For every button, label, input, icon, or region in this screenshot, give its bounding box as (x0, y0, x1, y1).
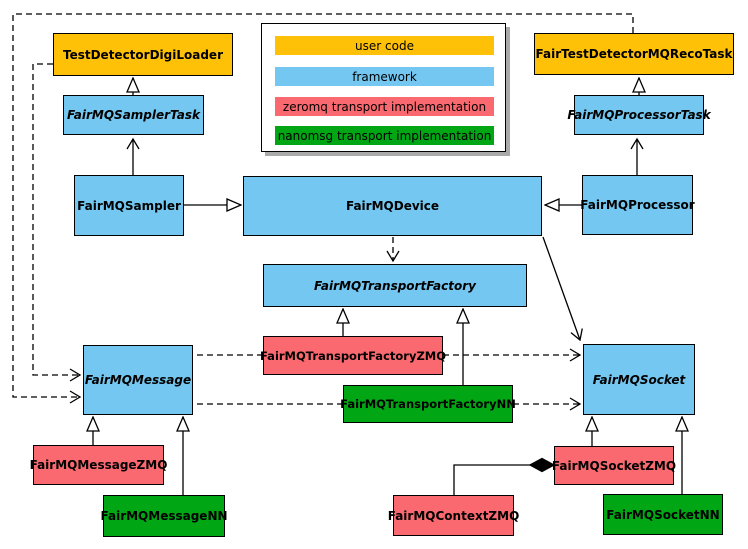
node-fairmqcontextzmq: FairMQContextZMQ (388, 495, 519, 536)
node-fairmqsocketzmq: FairMQSocketZMQ (551, 446, 677, 485)
node-label: FairMQSocket (592, 372, 686, 387)
node-fairmqmessagenn: FairMQMessageNN (100, 495, 228, 537)
node-label: FairMQSocketNN (606, 507, 720, 522)
legend-item-framework: framework (275, 67, 494, 86)
node-fairmqprocessortask: FairMQProcessorTask (567, 95, 711, 135)
legend-label: zeromq transport implementation (282, 99, 487, 114)
node-label: FairMQSocketZMQ (551, 458, 677, 473)
node-label: FairMQTransportFactoryZMQ (260, 348, 447, 363)
node-label: FairTestDetectorMQRecoTask (535, 47, 733, 61)
node-label: FairMQMessageZMQ (29, 458, 168, 472)
legend-label: user code (355, 38, 414, 53)
node-label: FairMQTransportFactory (314, 278, 476, 293)
node-fairmqtransportfactory: FairMQTransportFactory (263, 264, 527, 307)
node-fairtestdetectormqrecotask: FairTestDetectorMQRecoTask (534, 33, 734, 75)
node-label: FairMQSampler (77, 198, 181, 213)
node-label: FairMQMessage (84, 373, 192, 387)
node-fairmqsocket: FairMQSocket (583, 344, 695, 415)
node-fairmqsocketnn: FairMQSocketNN (603, 494, 723, 535)
edge-composition-contextzmq-socketzmq (453, 464, 530, 495)
node-fairmqsampler: FairMQSampler (74, 175, 184, 236)
node-label: TestDetectorDigiLoader (62, 47, 223, 62)
node-fairmqtransportfactorynn: FairMQTransportFactoryNN (340, 385, 516, 423)
node-label: FairMQProcessorTask (567, 108, 711, 122)
legend-label: framework (352, 69, 417, 84)
node-label: FairMQMessageNN (100, 509, 228, 523)
legend-item-user-code: user code (275, 36, 494, 55)
node-label: FairMQSamplerTask (66, 108, 201, 122)
node-label: FairMQProcessor (580, 198, 695, 212)
edge-arrow-device-socket (542, 236, 583, 342)
node-fairmqsamplertask: FairMQSamplerTask (63, 95, 204, 135)
composition-diamond (528, 457, 556, 473)
edge-dashed-digiloader-message (32, 63, 82, 382)
edge-dashed-recotask-message (12, 13, 634, 404)
node-testdetectordigiloader: TestDetectorDigiLoader (53, 33, 233, 76)
legend: user code framework zeromq transport imp… (261, 23, 506, 152)
node-fairmqprocessor: FairMQProcessor (580, 175, 695, 235)
node-label: FairMQDevice (345, 199, 440, 213)
legend-item-nanomsg: nanomsg transport implementation (275, 126, 494, 145)
node-fairmqdevice: FairMQDevice (243, 176, 542, 236)
node-fairmqtransportfactoryzmq: FairMQTransportFactoryZMQ (260, 336, 447, 375)
legend-label: nanomsg transport implementation (277, 128, 492, 143)
node-label: FairMQTransportFactoryNN (340, 397, 516, 411)
node-fairmqmessage: FairMQMessage (83, 345, 193, 415)
node-fairmqmessagezmq: FairMQMessageZMQ (30, 445, 167, 485)
legend-item-zeromq: zeromq transport implementation (275, 97, 494, 116)
node-label: FairMQContextZMQ (387, 508, 520, 523)
